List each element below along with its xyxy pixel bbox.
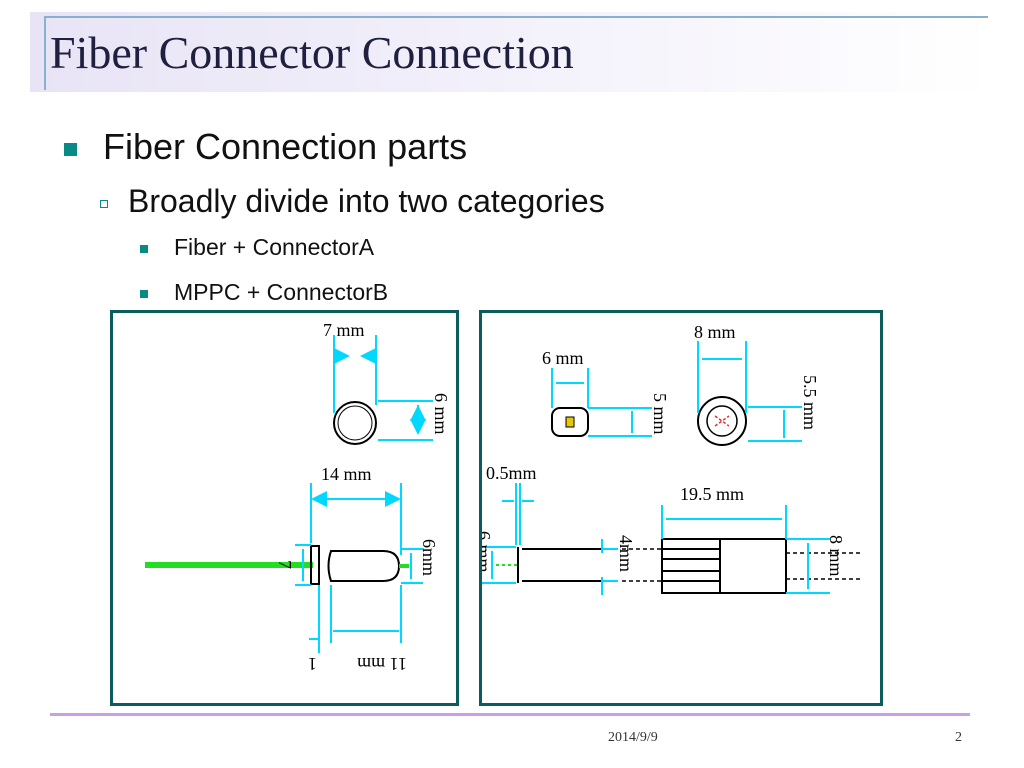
slide-number: 2 — [955, 730, 962, 745]
connector-a-side-view — [310, 545, 401, 585]
dimension-7mm — [333, 335, 377, 413]
bullet-level3-text: Fiber + ConnectorA — [174, 234, 375, 260]
dimension-6mm-top-label: 6 mm — [431, 393, 451, 435]
connector-b-hidden-lines — [622, 548, 862, 582]
dimension-8mm-side-label: 8 mm — [826, 535, 846, 577]
dimension-8mm-side — [786, 538, 830, 594]
dimension-6mm-side-label: 6mm — [419, 539, 439, 576]
square-bullet-icon — [64, 142, 77, 156]
dimension-7mm-label: 7 mm — [323, 320, 365, 340]
mppc-front-view — [551, 407, 589, 437]
connector-b-front-view — [697, 396, 747, 446]
bullet-level2-text: Broadly divide into two categories — [128, 183, 605, 219]
dimension-11mm-label: 11 mm — [357, 654, 407, 674]
connector-b-side-view — [661, 538, 787, 594]
square-bullet-icon — [140, 289, 148, 298]
dimension-6mm — [551, 368, 589, 408]
dimension-14mm-label: 14 mm — [321, 464, 372, 484]
bullet-level1: Fiber Connection parts — [64, 126, 467, 168]
title-band — [30, 12, 990, 92]
dimension-19-5mm — [661, 505, 787, 539]
title-accent-line-top — [44, 16, 988, 18]
dimension-4mm-label: 4mm — [616, 535, 636, 572]
dimension-5-5mm-label: 5.5 mm — [800, 375, 820, 430]
dimension-0-5mm-label: 0.5mm — [486, 463, 537, 483]
dimension-4mm — [601, 539, 618, 595]
connector-a-drawing: 7 mm 6 mm 14 mm 7 — [145, 320, 451, 674]
dimension-5mm — [588, 407, 652, 437]
connector-a-diagram-panel: 7 mm 6 mm 14 mm 7 — [110, 310, 459, 706]
connector-b-diagram-panel: 6 mm 5 mm 8 mm 5.5 m — [474, 310, 883, 706]
dimension-8mm-label: 8 mm — [694, 322, 736, 342]
dimension-5-5mm — [748, 406, 802, 442]
bullet-level2: Broadly divide into two categories — [100, 183, 605, 220]
mppc-side-view — [517, 547, 602, 583]
slide-title: Fiber Connector Connection — [50, 27, 574, 78]
square-bullet-icon — [140, 244, 148, 253]
bullet-level3-text: MPPC + ConnectorB — [174, 279, 389, 305]
dimension-8mm — [697, 341, 747, 413]
hollow-square-bullet-icon — [100, 199, 108, 208]
dimension-5mm-label: 5 mm — [650, 393, 670, 435]
dimension-11mm — [309, 585, 402, 653]
dimension-6mm-top — [378, 400, 433, 441]
footer-divider — [50, 713, 970, 716]
connector-b-drawing: 6 mm 5 mm 8 mm 5.5 m — [474, 322, 862, 595]
dimension-1-label: 1 — [308, 654, 317, 674]
dimension-7-side — [295, 544, 311, 586]
bullet-level3-mppc: MPPC + ConnectorB — [140, 279, 388, 306]
bullet-level3-fiber: Fiber + ConnectorA — [140, 234, 374, 261]
footer-date: 2014/9/9 — [608, 730, 658, 745]
dimension-6mm-mppc-side — [482, 546, 518, 584]
title-accent-line-left — [44, 16, 46, 90]
bullet-level1-text: Fiber Connection parts — [103, 126, 468, 167]
dimension-19-5mm-label: 19.5 mm — [680, 484, 744, 504]
dimension-6mm-mppc-side-label: 6 mm — [482, 531, 494, 573]
connector-a-front-view — [333, 401, 377, 445]
dimension-0-5mm — [502, 483, 534, 545]
dimension-14mm — [310, 483, 402, 555]
dimension-6mm-label: 6 mm — [542, 348, 584, 368]
dimension-7-label: 7 — [275, 560, 295, 569]
dimension-6mm-side — [401, 548, 423, 584]
